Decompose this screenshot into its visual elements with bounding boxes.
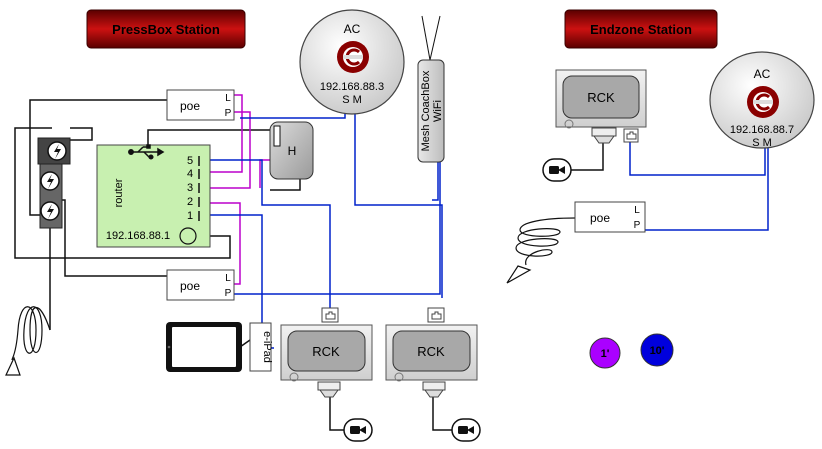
logo-icon bbox=[337, 41, 369, 73]
router-port-1: 1 bbox=[187, 210, 193, 222]
rck-endzone-label: RCK bbox=[587, 90, 615, 105]
mesh-label-2: WiFi bbox=[432, 100, 444, 122]
poe-bottom: poe L P bbox=[166, 269, 235, 301]
router-port-5: 5 bbox=[187, 155, 193, 167]
power-strip bbox=[37, 137, 71, 229]
poe-endzone-p: P bbox=[634, 220, 641, 231]
poe-endzone-l: L bbox=[634, 205, 640, 216]
ac-pressbox-ports: S M bbox=[342, 94, 362, 106]
ac-endzone-ports: S M bbox=[752, 137, 772, 149]
ethernet-port-icon bbox=[623, 128, 639, 143]
poe-endzone-label: poe bbox=[590, 211, 610, 225]
badge-purple: 1' bbox=[589, 337, 621, 369]
ac-pressbox: AC 192.168.88.3 S M bbox=[299, 9, 405, 115]
poe-bottom-l: L bbox=[225, 273, 231, 284]
endzone-title: Endzone Station bbox=[590, 22, 692, 37]
poe-top-p: P bbox=[225, 108, 232, 119]
poe-bottom-label: poe bbox=[180, 279, 200, 293]
logo-icon bbox=[747, 86, 779, 118]
camera-icon bbox=[343, 418, 373, 442]
router-port-2: 2 bbox=[187, 196, 193, 208]
blue-wires bbox=[200, 114, 769, 349]
ac-endzone: AC 192.168.88.7 S M bbox=[709, 51, 815, 149]
power-icon bbox=[47, 141, 67, 161]
mesh-coachbox: Mesh CoachBox WiFi bbox=[417, 15, 445, 163]
router-port-4: 4 bbox=[187, 168, 193, 180]
hub: H bbox=[269, 121, 314, 180]
ipad-icon bbox=[166, 322, 242, 372]
rck-1-label: RCK bbox=[312, 344, 340, 359]
antenna-jack-icon bbox=[179, 227, 197, 245]
coiled-antenna-left bbox=[11, 306, 51, 361]
router: router 5 4 3 2 1 192.168.88.1 bbox=[96, 144, 211, 248]
purple-wires bbox=[200, 94, 272, 285]
rck-pressbox-1: RCK bbox=[280, 307, 373, 398]
poe-top-label: poe bbox=[180, 99, 200, 113]
rck-endzone: RCK bbox=[555, 69, 647, 144]
mesh-label-1: Mesh CoachBox bbox=[420, 70, 432, 151]
poe-endzone: poe L P bbox=[574, 201, 646, 233]
camera-icon bbox=[451, 418, 481, 442]
pressbox-banner: PressBox Station bbox=[86, 9, 246, 49]
router-label: router bbox=[113, 178, 125, 207]
ac-endzone-title: AC bbox=[754, 67, 771, 81]
e-ipad-label: e-iPad bbox=[261, 331, 273, 363]
router-port-3: 3 bbox=[187, 182, 193, 194]
router-ip: 192.168.88.1 bbox=[106, 230, 170, 242]
poe-top-l: L bbox=[225, 93, 231, 104]
rck-pressbox-2: RCK bbox=[385, 307, 478, 398]
poe-bottom-p: P bbox=[225, 288, 232, 299]
ac-endzone-ip: 192.168.88.7 bbox=[730, 124, 794, 136]
badge-blue-label: 10' bbox=[650, 345, 665, 357]
ethernet-port-icon bbox=[321, 307, 339, 323]
antenna-icon bbox=[421, 15, 441, 61]
badge-blue: 10' bbox=[640, 333, 674, 367]
rck-2-label: RCK bbox=[417, 344, 445, 359]
pressbox-title: PressBox Station bbox=[112, 22, 220, 37]
badge-purple-label: 1' bbox=[601, 348, 610, 360]
coiled-antenna-right bbox=[515, 217, 576, 266]
endzone-banner: Endzone Station bbox=[564, 9, 718, 49]
ac-pressbox-title: AC bbox=[344, 22, 361, 36]
ethernet-port-icon bbox=[427, 307, 445, 323]
hub-label: H bbox=[288, 144, 297, 158]
poe-top: poe L P bbox=[166, 89, 235, 121]
antenna-tip-right bbox=[506, 265, 532, 284]
e-ipad-label-box: e-iPad bbox=[249, 322, 273, 372]
usb-icon bbox=[128, 144, 165, 160]
ac-pressbox-ip: 192.168.88.3 bbox=[320, 81, 384, 93]
antenna-tip-left bbox=[5, 356, 21, 376]
camera-icon bbox=[542, 158, 572, 182]
power-icon bbox=[40, 171, 60, 191]
power-icon bbox=[40, 201, 60, 221]
